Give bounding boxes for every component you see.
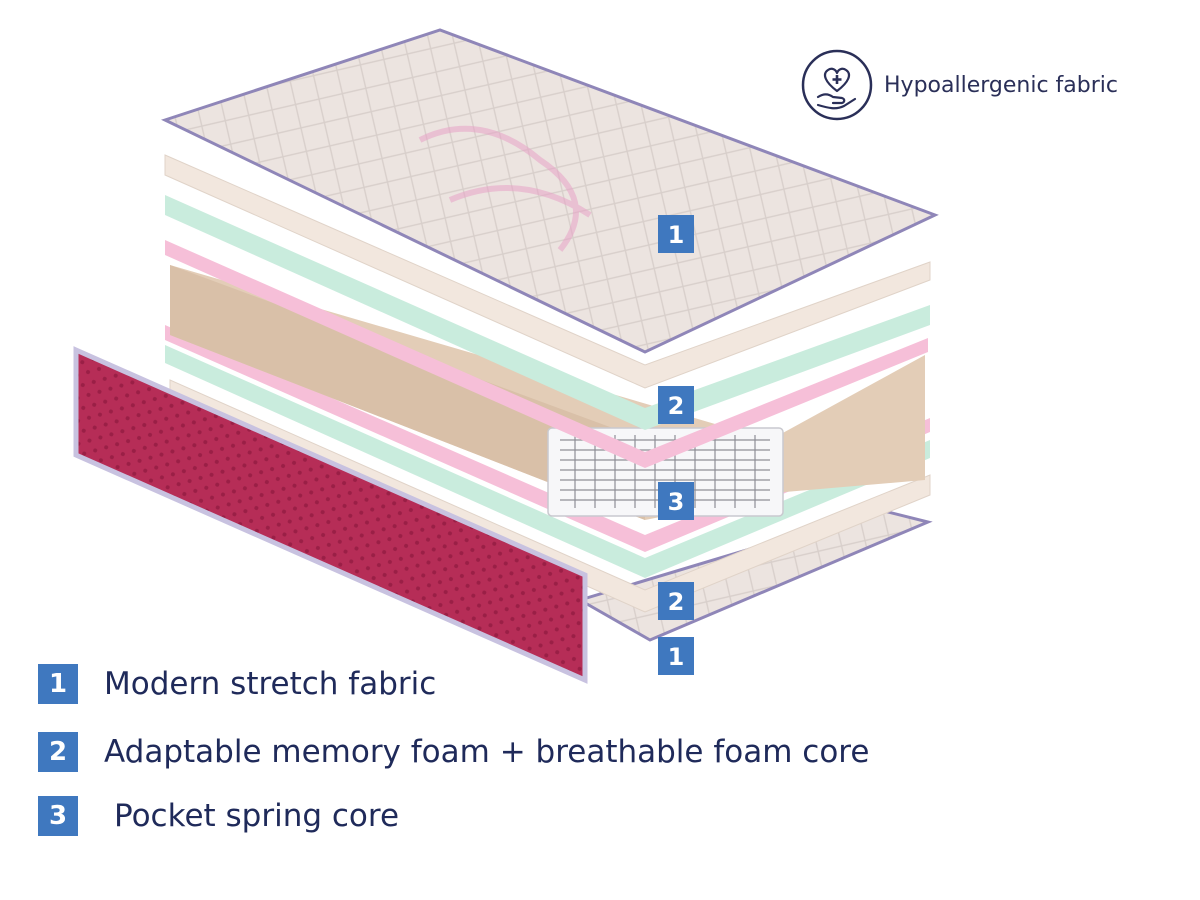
legend-number: 1 xyxy=(38,664,78,704)
heart-hand-icon xyxy=(801,49,873,121)
legend-text: Adaptable memory foam + breathable foam … xyxy=(104,734,870,770)
upper-pink-foam-layer xyxy=(165,240,928,468)
badge-upper-foam: 2 xyxy=(658,386,694,424)
legend-item-3: 3 Pocket spring core xyxy=(38,796,399,836)
legend-text: Pocket spring core xyxy=(114,798,400,834)
upper-comfort-layer xyxy=(164,154,931,389)
legend-item-1: 1 Modern stretch fabric xyxy=(38,664,436,704)
feature-label: Hypoallergenic fabric xyxy=(884,72,1118,98)
svg-text:2: 2 xyxy=(668,588,685,616)
badge-bottom-fabric: 1 xyxy=(658,637,694,675)
legend-item-2: 2 Adaptable memory foam + breathable foa… xyxy=(38,732,869,772)
legend-number: 3 xyxy=(38,796,78,836)
upper-mint-foam-layer xyxy=(165,195,930,430)
svg-text:2: 2 xyxy=(668,392,685,420)
svg-text:3: 3 xyxy=(668,488,685,516)
badge-spring-core: 3 xyxy=(658,482,694,520)
svg-text:1: 1 xyxy=(668,643,685,671)
lower-mint-foam-layer xyxy=(165,345,930,578)
side-panel xyxy=(73,346,588,684)
svg-text:1: 1 xyxy=(668,221,685,249)
legend-text: Modern stretch fabric xyxy=(104,666,437,702)
hypoallergenic-feature: Hypoallergenic fabric xyxy=(800,48,1118,122)
top-fabric-layer xyxy=(160,28,939,354)
badge-lower-foam: 2 xyxy=(658,582,694,620)
legend-number: 2 xyxy=(38,732,78,772)
badge-top-fabric: 1 xyxy=(658,215,694,253)
